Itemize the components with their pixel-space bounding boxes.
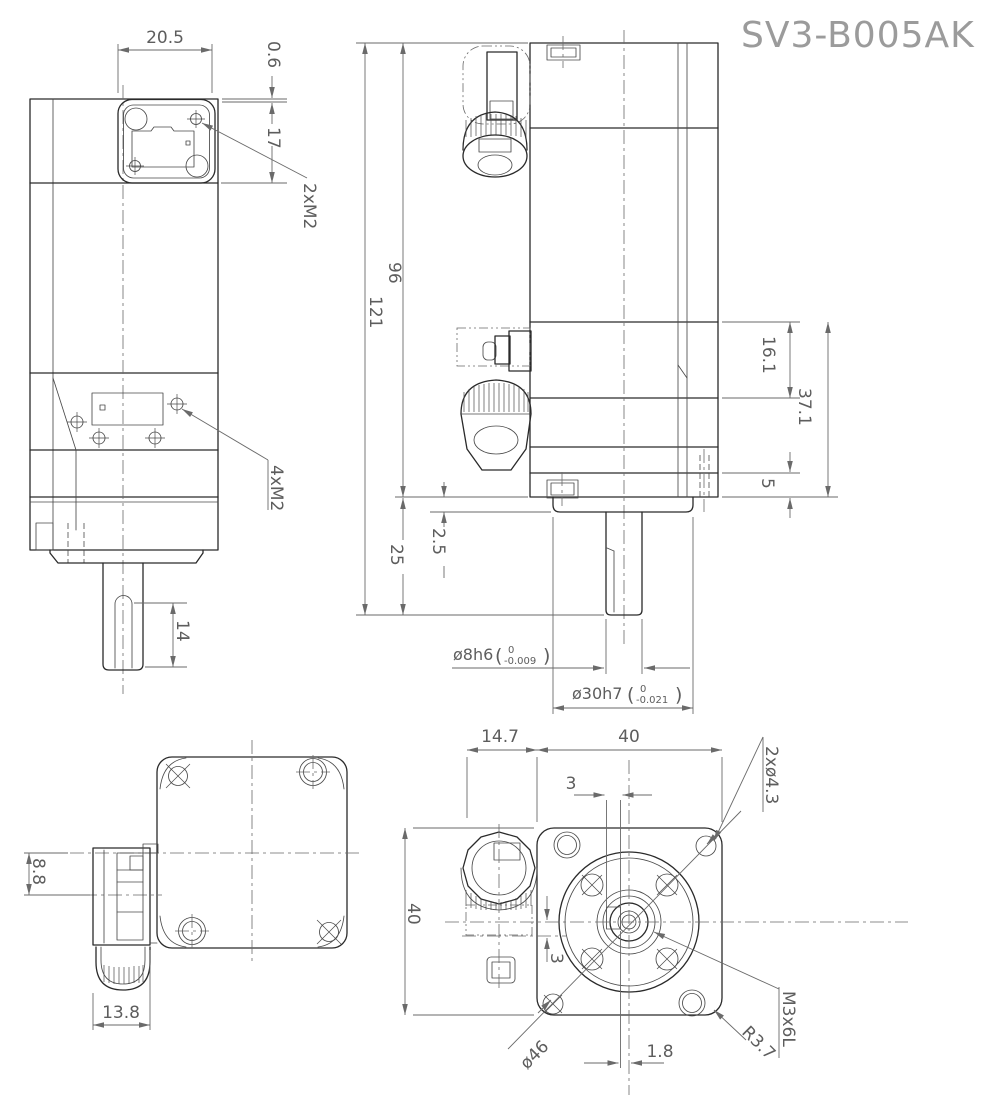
lower-cable-gland — [456, 327, 532, 471]
dim-connector-width: 20.5 — [146, 28, 184, 48]
shaft-dia-tol-lower: -0.009 — [504, 656, 536, 667]
front-view-dimensions: 121 96 25 2.5 16.1 37.1 5 — [356, 42, 838, 714]
front-view-shaft — [552, 496, 694, 616]
upper-cable-gland — [462, 45, 531, 178]
bottom-view-body — [445, 760, 908, 1095]
dim-upper-section: 16.1 — [758, 336, 778, 374]
bottom-view-gland — [460, 824, 566, 990]
top-view-dimensions: 8.8 13.8 — [24, 852, 151, 1030]
dim-connector-height: 17 — [263, 127, 283, 149]
bottom-view: 14.7 40 3 40 3 1.8 ø46 2xø4.3 — [402, 727, 908, 1095]
corner-screw-icon — [165, 755, 342, 948]
corner-hole-icon — [542, 831, 717, 1017]
side-view-nameplate — [67, 392, 187, 448]
label-side-holes: 4xM2 — [266, 465, 286, 511]
top-view-body — [58, 740, 362, 963]
dim-lower-section: 37.1 — [794, 388, 814, 426]
dim-gland-offset: 8.8 — [28, 858, 48, 885]
drawing-title: SV3-B005AK — [741, 15, 975, 56]
dim-bolt-circle: ø46 — [516, 1037, 553, 1074]
pilot-dia-label: ø30h7 — [572, 684, 622, 703]
side-view-top-connector — [117, 98, 216, 184]
front-view-body — [529, 30, 719, 648]
pilot-dia-tol-upper: 0 — [640, 684, 646, 695]
dim-pilot-height: 2.5 — [428, 528, 448, 555]
paren-open: ( — [495, 645, 502, 667]
dim-keyway-width: 3 — [566, 774, 577, 794]
dim-gland-protrusion: 14.7 — [481, 727, 519, 747]
label-center-tap: M3x6L — [778, 991, 798, 1047]
dim-total-height: 121 — [365, 296, 385, 328]
shaft-dia-label: ø8h6 — [453, 645, 493, 664]
paren-close: ) — [543, 645, 550, 667]
shaft-dia-tol-upper: 0 — [508, 645, 514, 656]
side-view-dimensions: 20.5 0.6 17 2xM2 4xM2 14 — [117, 28, 319, 668]
label-corner-radius: R3.7 — [737, 1022, 779, 1064]
flange-hole-icon — [580, 873, 679, 971]
bottom-view-dimensions: 14.7 40 3 40 3 1.8 ø46 2xø4.3 — [402, 727, 798, 1074]
shaft-diameter-callout: ø8h6 ( 0 -0.009 ) — [453, 645, 550, 667]
pilot-dia-tol-lower: -0.021 — [636, 695, 668, 706]
side-view: 20.5 0.6 17 2xM2 4xM2 14 — [29, 28, 319, 694]
paren-close: ) — [675, 684, 682, 706]
top-view: 8.8 13.8 — [24, 740, 362, 1030]
dim-shaft-flat: 14 — [172, 620, 192, 642]
paren-open: ( — [627, 684, 634, 706]
dim-flange-thickness: 5 — [757, 478, 777, 489]
dim-body-height: 40 — [403, 903, 423, 925]
dim-gland-width: 13.8 — [102, 1003, 140, 1023]
dim-body-width: 40 — [618, 727, 640, 747]
dim-gland-axis-offset: 3 — [546, 953, 566, 964]
m2-hole-icon — [126, 110, 205, 175]
label-corner-holes: 2xø4.3 — [761, 746, 781, 804]
m2-hole-icon — [67, 394, 187, 448]
dim-shaft-length: 25 — [386, 544, 406, 566]
side-view-shaft — [49, 549, 204, 671]
dim-body-height: 96 — [384, 262, 404, 284]
front-view: 121 96 25 2.5 16.1 37.1 5 — [356, 30, 838, 714]
label-top-holes: 2xM2 — [299, 183, 319, 229]
dim-connector-offset: 0.6 — [263, 41, 283, 68]
side-view-body — [29, 85, 219, 694]
top-view-gland — [92, 843, 159, 991]
dim-keyway-depth: 1.8 — [646, 1042, 673, 1062]
pilot-diameter-callout: ø30h7 ( 0 -0.021 ) — [572, 684, 682, 706]
